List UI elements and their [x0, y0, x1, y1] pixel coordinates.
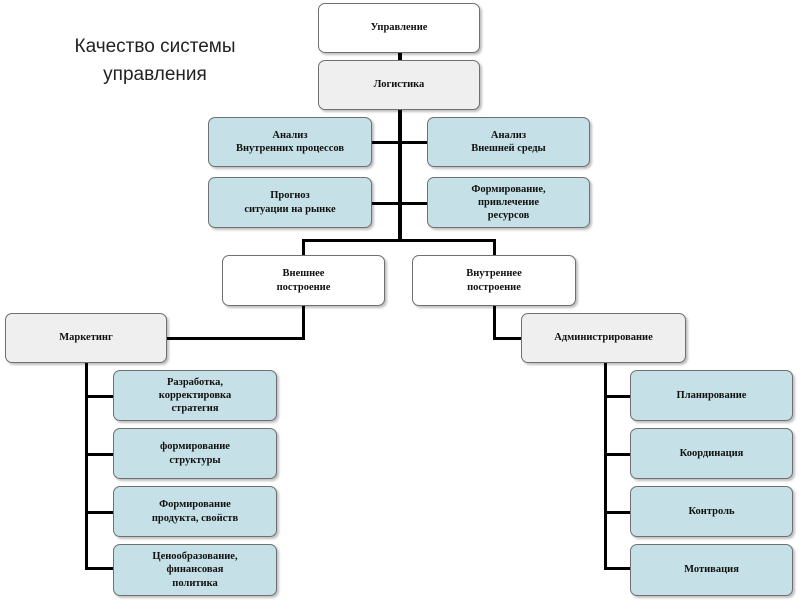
- node-marketing-child: Ценообразование, финансовая политика: [113, 544, 277, 596]
- connector-line: [372, 141, 427, 144]
- node-internal-analysis: Анализ Внутренних процессов: [208, 117, 372, 167]
- node-external-analysis: Анализ Внешней среды: [427, 117, 590, 167]
- connector-line: [604, 363, 607, 570]
- node-marketing-child: Разработка, корректировка стратегия: [113, 370, 277, 421]
- connector-line: [302, 239, 496, 242]
- node-external-build: Внешнее построение: [222, 255, 385, 306]
- connector-line: [85, 453, 113, 456]
- node-marketing: Маркетинг: [5, 313, 167, 363]
- node-admin-child: Мотивация: [630, 544, 793, 596]
- slide-title: Качество системы управления: [74, 36, 236, 85]
- connector-line: [604, 453, 630, 456]
- node-internal-build: Внутреннее построение: [412, 255, 576, 306]
- node-administration: Администрирование: [521, 313, 686, 363]
- connector-line: [493, 305, 496, 340]
- node-admin-child: Координация: [630, 428, 793, 479]
- connector-line: [302, 239, 305, 256]
- node-admin-child: Планирование: [630, 370, 793, 421]
- connector-line: [302, 305, 305, 340]
- node-resources: Формирование, привлечение ресурсов: [427, 177, 590, 228]
- node-management: Управление: [318, 3, 480, 53]
- node-forecast: Прогноз ситуации на рынке: [208, 177, 372, 228]
- connector-line: [85, 567, 113, 570]
- connector-line: [167, 337, 305, 340]
- connector-line: [85, 395, 113, 398]
- connector-line: [372, 202, 427, 205]
- connector-line: [85, 511, 113, 514]
- connector-line: [604, 511, 630, 514]
- connector-line: [604, 567, 630, 570]
- connector-line: [85, 363, 88, 570]
- connector-line: [398, 52, 402, 242]
- node-admin-child: Контроль: [630, 486, 793, 537]
- connector-line: [493, 239, 496, 256]
- node-marketing-child: Формирование продукта, свойств: [113, 486, 277, 537]
- node-marketing-child: формирование структуры: [113, 428, 277, 479]
- node-logistics: Логистика: [318, 60, 480, 110]
- connector-line: [493, 337, 521, 340]
- connector-line: [604, 395, 630, 398]
